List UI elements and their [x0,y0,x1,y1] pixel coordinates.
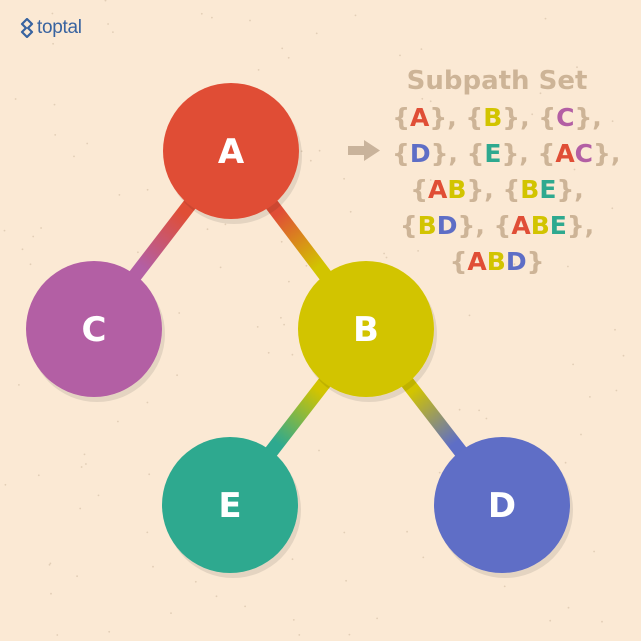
brand-logo[interactable]: toptal [18,14,82,42]
brand-name: toptal [37,17,82,38]
subpath-line: {A}, {B}, {C}, [392,103,602,132]
subpath-item-e: {E} [466,139,520,168]
subpath-line: {D}, {E}, {AC}, [392,139,621,168]
node-c[interactable]: C [26,261,162,397]
node-e-label: E [218,486,241,526]
subpath-item-ac: {AC} [537,139,611,168]
subpath-item-ab: {AB} [410,175,485,204]
node-b-label: B [353,310,379,350]
subpath-item-d: {D} [392,139,449,168]
subpath-item-bd: {BD} [399,211,476,240]
subpath-line: {BD}, {ABE}, [399,211,595,240]
node-d-label: D [488,486,516,526]
subpath-item-abe: {ABE} [493,211,585,240]
node-c-label: C [82,310,107,350]
subpath-line: {AB}, {BE}, [410,175,584,204]
subpath-set-panel: Subpath Set {A}, {B}, {C}, {D}, {E}, {AC}… [392,64,621,280]
node-a[interactable]: A [163,83,299,219]
subpath-item-c: {C} [538,103,593,132]
subpath-item-a: {A} [392,103,448,132]
right-arrow-icon [348,140,380,161]
toptal-logo-icon [20,18,34,38]
subpath-line: {ABD} [392,244,602,280]
node-d[interactable]: D [434,437,570,573]
node-b[interactable]: B [298,261,434,397]
nodes-group: A B C D E [26,83,570,573]
node-e[interactable]: E [162,437,298,573]
subpath-set-title: Subpath Set [406,66,588,96]
subpath-item-abd: {ABD} [449,247,545,276]
subpath-item-be: {BE} [502,175,575,204]
node-a-label: A [218,132,245,172]
subpath-set-list: {A}, {B}, {C}, {D}, {E}, {AC}, {AB}, {BE},… [392,100,621,280]
subpath-item-b: {B} [465,103,521,132]
